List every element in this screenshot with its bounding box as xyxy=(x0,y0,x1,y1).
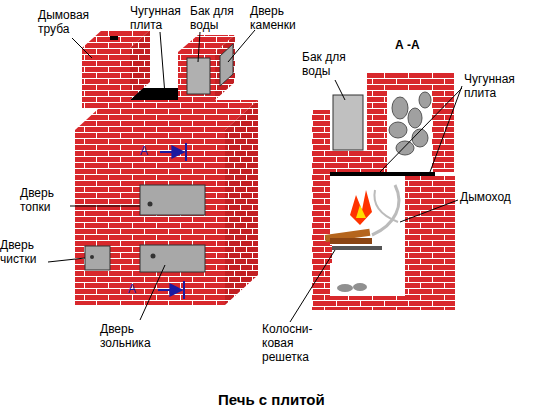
stove-section xyxy=(312,72,455,310)
stove-body xyxy=(75,30,258,305)
part-label: Дверь топки xyxy=(20,186,70,214)
part-label: Дымовая труба xyxy=(38,8,108,36)
section-mark: А -А xyxy=(395,38,420,52)
part-label: Дымоход xyxy=(460,190,511,204)
figure-caption: Печь с плитой xyxy=(218,391,325,408)
section-mark: А xyxy=(140,144,148,158)
part-label: Колосни- ковая решетка xyxy=(262,322,318,364)
section-mark: А xyxy=(128,282,136,296)
part-label: Дверь каменки xyxy=(250,4,312,32)
leader-lines xyxy=(48,30,462,322)
part-label: Бак для воды xyxy=(190,4,245,32)
part-label: Чугунная плита xyxy=(464,72,526,100)
part-label: Дверь чистки xyxy=(0,238,50,266)
part-label: Чугунная плита xyxy=(130,4,190,32)
part-label: Дверь зольника xyxy=(100,322,180,350)
part-label: Бак для воды xyxy=(302,50,364,78)
